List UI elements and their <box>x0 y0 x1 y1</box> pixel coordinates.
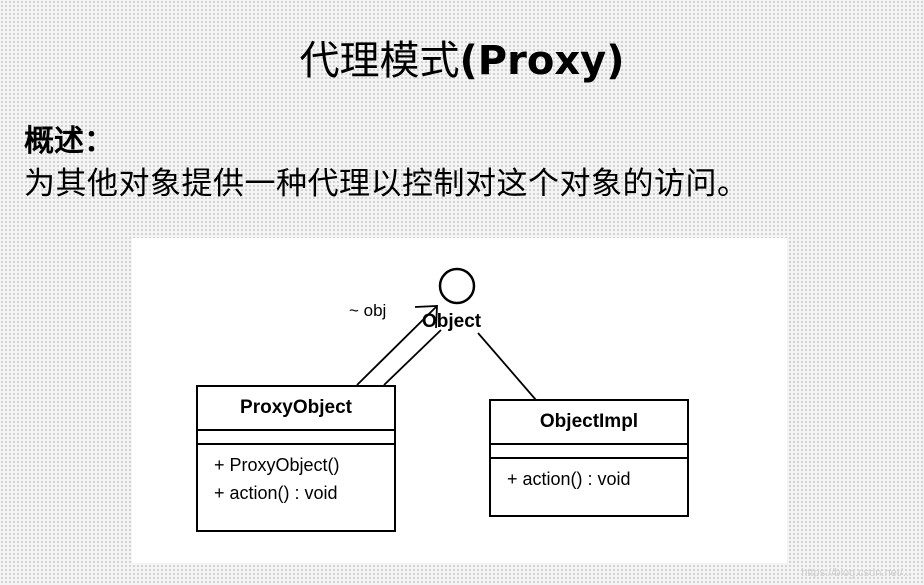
proxy-realization-line <box>383 329 442 386</box>
class-attributes <box>491 445 687 459</box>
class-operation: + action() : void <box>507 469 631 489</box>
diagram-connectors <box>356 267 537 401</box>
uml-diagram: Object ~ obj ProxyObject + ProxyObject()… <box>132 238 787 563</box>
watermark: https://blog.csdn.net/... <box>801 567 912 579</box>
class-name: ProxyObject <box>198 387 394 431</box>
page-title: 代理模式(Proxy) <box>0 28 924 86</box>
summary-text: 为其他对象提供一种代理以控制对这个对象的访问。 <box>24 166 749 202</box>
association-label: ~ obj <box>349 301 387 320</box>
interface-label: Object <box>422 311 482 332</box>
class-object-impl: ObjectImpl + action() : void <box>489 399 689 517</box>
association-arrowhead <box>414 305 438 329</box>
class-attributes <box>198 431 394 445</box>
title-en: (Proxy) <box>459 38 625 84</box>
summary-label: 概述： <box>24 124 114 159</box>
interface-circle <box>438 267 476 305</box>
class-operation: + ProxyObject() <box>214 455 340 475</box>
class-operations: + ProxyObject() + action() : void <box>198 445 394 507</box>
class-operation: + action() : void <box>214 483 338 503</box>
class-operations: + action() : void <box>491 459 687 493</box>
class-proxy-object: ProxyObject + ProxyObject() + action() :… <box>196 385 396 532</box>
realization-line <box>477 332 537 401</box>
association-line <box>356 305 438 386</box>
title-zh: 代理模式 <box>299 38 460 84</box>
class-name: ObjectImpl <box>491 401 687 445</box>
